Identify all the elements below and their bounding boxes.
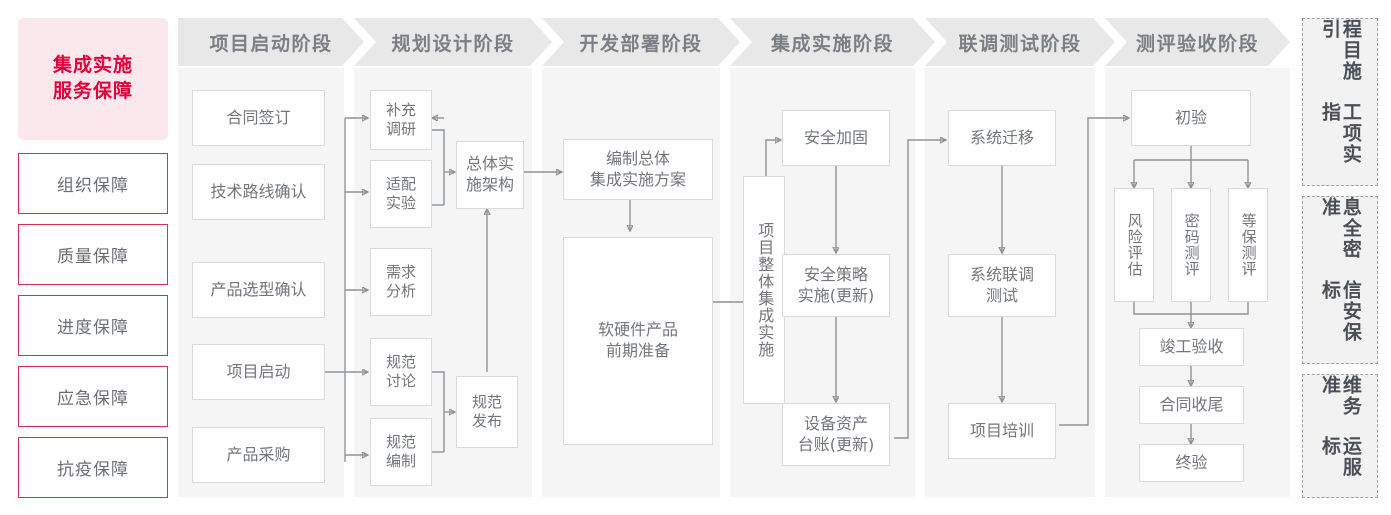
phase-banner-label-2: 规划设计阶段 (391, 32, 515, 55)
node-overall-implementation-architecture[interactable]: 总体实 施架构 (456, 141, 524, 209)
node-grade-protection-evaluation[interactable]: 等保测评 (1228, 188, 1268, 302)
node-security-hardening[interactable]: 安全加固 (782, 110, 890, 166)
phase-banner-6: 测评验收阶段 (1105, 18, 1290, 66)
guarantee-header-line1: 集成实施 (52, 54, 133, 77)
node-label: 密码测评 (1182, 213, 1201, 277)
node-compile-overall-integration-plan[interactable]: 编制总体 集成实施方案 (563, 139, 713, 200)
node-label: 初验 (1174, 107, 1207, 127)
phase-banner-5: 联调测试阶段 (925, 18, 1115, 66)
standard-card-information-security[interactable]: 息全密准 信安保标 (1302, 196, 1378, 364)
node-label: 终验 (1175, 452, 1208, 472)
guarantee-header-line2: 服务保障 (52, 80, 133, 102)
guarantee-item-quality[interactable]: 质量保障 (18, 224, 168, 285)
node-label: 安全策略 实施(更新) (797, 264, 875, 305)
node-spec-drafting[interactable]: 规范 编制 (370, 418, 432, 486)
node-contract-closure[interactable]: 合同收尾 (1139, 386, 1244, 424)
node-label: 系统迁移 (969, 127, 1034, 147)
node-tech-route-confirm[interactable]: 技术路线确认 (192, 164, 325, 220)
node-label: 项目培训 (969, 420, 1034, 440)
guarantee-item-label: 抗疫保障 (57, 460, 129, 480)
node-spec-release[interactable]: 规范 发布 (456, 376, 518, 448)
node-label: 安全加固 (803, 127, 868, 147)
node-supplementary-survey[interactable]: 补充 调研 (370, 90, 432, 150)
node-label: 合同收尾 (1159, 394, 1224, 414)
node-project-training[interactable]: 项目培训 (948, 403, 1056, 459)
standard-col-left: 信安保标 (1319, 280, 1362, 343)
node-label: 规范 编制 (385, 432, 416, 471)
phase-banner-label-3: 开发部署阶段 (579, 32, 703, 55)
node-product-procurement[interactable]: 产品采购 (192, 427, 325, 483)
node-label: 设备资产 台账(更新) (797, 413, 875, 454)
phase-banner-label-5: 联调测试阶段 (958, 32, 1082, 55)
node-label: 项目启动 (226, 361, 291, 381)
standard-col-left: 工项实指 (1319, 102, 1362, 165)
node-adaptation-experiment[interactable]: 适配 实验 (370, 160, 432, 228)
guarantee-header-card: 集成实施 服务保障 (18, 18, 168, 140)
node-label: 编制总体 集成实施方案 (589, 148, 686, 189)
node-label: 补充 调研 (385, 100, 416, 139)
node-risk-assessment[interactable]: 风险评估 (1114, 188, 1154, 302)
node-system-joint-debug-test[interactable]: 系统联调 测试 (948, 254, 1056, 317)
guarantee-item-emergency[interactable]: 应急保障 (18, 366, 168, 427)
node-label: 总体实 施架构 (465, 154, 514, 194)
standard-col-right: 维务准 (1319, 375, 1362, 417)
node-spec-discussion[interactable]: 规范 讨论 (370, 338, 432, 406)
phase-banner-label-6: 测评验收阶段 (1135, 32, 1259, 55)
standard-col-left: 运服标 (1319, 436, 1362, 478)
node-completion-acceptance[interactable]: 竣工验收 (1139, 328, 1244, 366)
node-label: 风险评估 (1125, 213, 1144, 277)
node-cryptography-evaluation[interactable]: 密码测评 (1171, 188, 1211, 302)
guarantee-item-schedule[interactable]: 进度保障 (18, 295, 168, 356)
standard-col-right: 程目施引 (1319, 19, 1362, 82)
node-overall-project-integration[interactable]: 项目整体集成实施 (743, 176, 785, 404)
phase-banner-3: 开发部署阶段 (542, 18, 740, 66)
node-label: 产品选型确认 (210, 279, 307, 299)
node-security-policy-implementation[interactable]: 安全策略 实施(更新) (782, 254, 890, 317)
node-label: 适配 实验 (385, 174, 416, 213)
phase-banner-1: 项目启动阶段 (178, 18, 364, 66)
node-label: 等保测评 (1239, 213, 1258, 277)
node-final-acceptance[interactable]: 终验 (1139, 444, 1244, 482)
node-label: 合同签订 (226, 107, 291, 127)
node-label: 需求 分析 (385, 262, 416, 301)
phase-banner-label-4: 集成实施阶段 (770, 32, 894, 55)
phase-banner-2: 规划设计阶段 (354, 18, 552, 66)
node-label: 项目整体集成实施 (755, 222, 775, 358)
node-label: 产品采购 (226, 444, 291, 464)
guarantee-item-epidemic[interactable]: 抗疫保障 (18, 437, 168, 498)
node-product-selection-confirm[interactable]: 产品选型确认 (192, 262, 325, 318)
node-equipment-asset-ledger[interactable]: 设备资产 台账(更新) (782, 403, 890, 466)
standard-col-right: 息全密准 (1319, 197, 1362, 260)
node-preliminary-acceptance[interactable]: 初验 (1131, 90, 1251, 146)
node-label: 规范 发布 (471, 392, 502, 431)
node-label: 技术路线确认 (210, 181, 307, 201)
node-contract-signing[interactable]: 合同签订 (192, 90, 325, 146)
guarantee-item-label: 进度保障 (57, 318, 129, 338)
guarantee-item-organization[interactable]: 组织保障 (18, 153, 168, 214)
node-label: 规范 讨论 (385, 352, 416, 391)
node-hardware-software-preparation[interactable]: 软硬件产品 前期准备 (563, 237, 713, 445)
guarantee-item-label: 组织保障 (57, 176, 129, 196)
node-label: 竣工验收 (1159, 336, 1224, 356)
phase-banner-4: 集成实施阶段 (730, 18, 935, 66)
standard-card-om-service[interactable]: 维务准 运服标 (1302, 374, 1378, 498)
node-requirement-analysis[interactable]: 需求 分析 (370, 248, 432, 316)
node-label: 系统联调 测试 (969, 264, 1034, 305)
phase-banner-label-1: 项目启动阶段 (209, 32, 333, 55)
standard-card-engineering-guideline[interactable]: 程目施引 工项实指 (1302, 18, 1378, 186)
node-project-kickoff[interactable]: 项目启动 (192, 344, 325, 400)
node-label: 软硬件产品 前期准备 (597, 320, 678, 360)
guarantee-item-label: 质量保障 (57, 247, 129, 267)
guarantee-item-label: 应急保障 (57, 389, 129, 409)
node-system-migration[interactable]: 系统迁移 (948, 110, 1056, 166)
